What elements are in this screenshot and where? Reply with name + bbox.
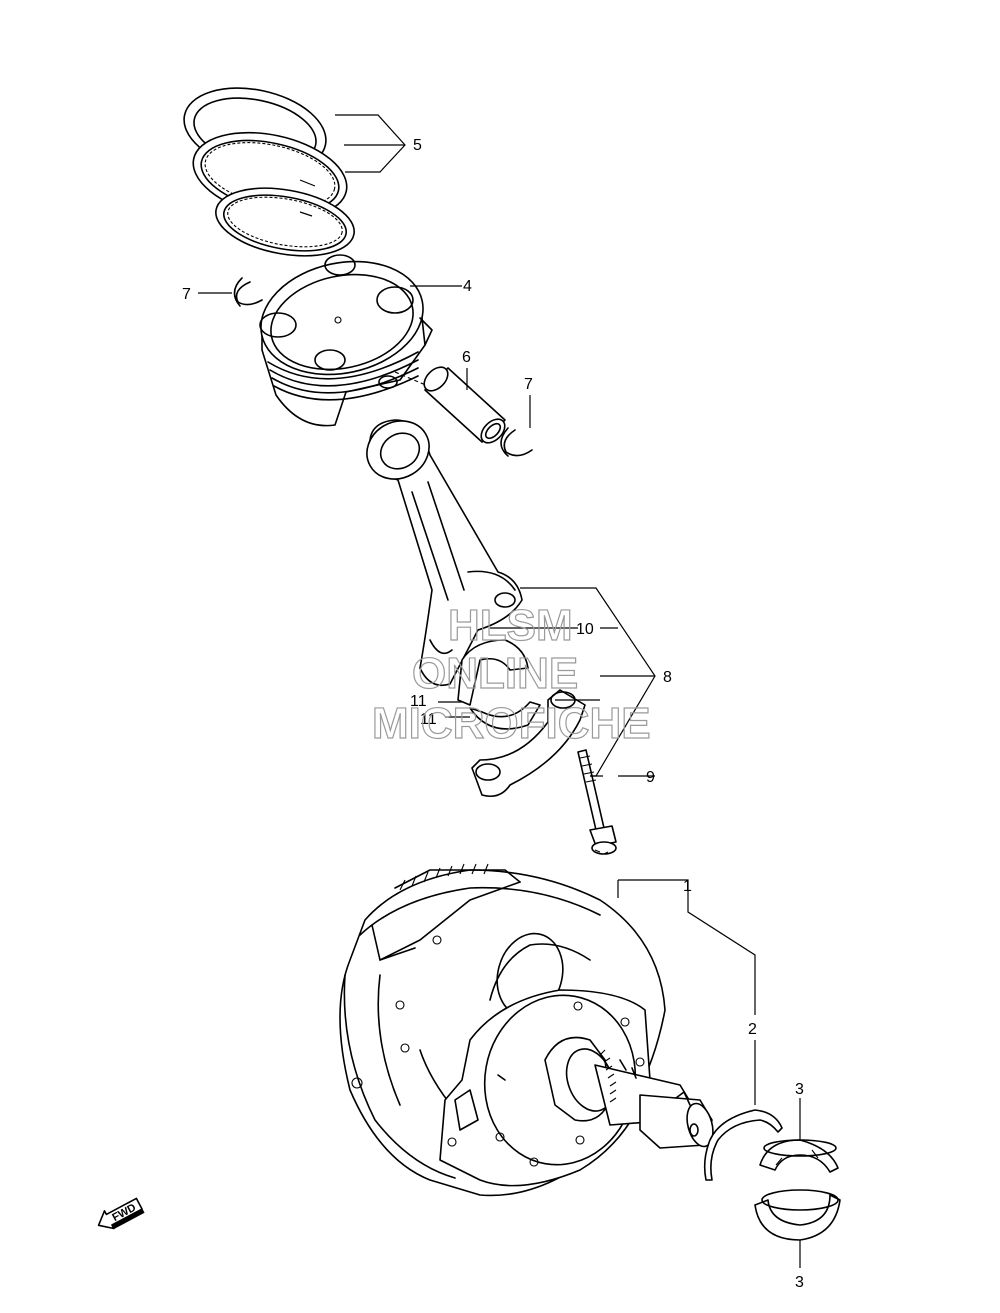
piston-pin [394,366,506,444]
rod-bearings [457,639,541,730]
circlip-left [233,277,263,307]
callout-5: 5 [413,137,422,154]
callout-11-upper: 11 [410,693,427,710]
callout-7-right: 7 [524,376,533,393]
watermark-line-1: HLSM [448,601,573,650]
watermark-line-2: ONLINE [412,649,578,698]
callout-1: 1 [683,878,692,895]
thrust-washer [703,1109,783,1181]
callout-2: 2 [748,1021,757,1038]
callout-numbers: 5 4 7 6 7 10 8 11 11 9 1 2 3 3 [182,137,804,1291]
piston [259,254,433,427]
callout-6: 6 [462,349,471,366]
forward-direction: FWD [97,1197,145,1230]
callout-9: 9 [646,769,655,786]
crank-bearings [754,1139,841,1241]
callout-4: 4 [463,278,472,295]
connecting-rod [366,419,523,687]
circlip-right [500,427,533,457]
callout-11-lower: 11 [420,711,437,728]
rod-bolt [577,749,617,855]
callout-8: 8 [663,669,672,686]
callout-10: 10 [576,621,594,638]
watermark: HLSM ONLINE MICROFICHE [371,600,651,748]
rod-cap [471,689,586,798]
callout-7-left: 7 [182,286,191,303]
crankshaft-assembly [339,863,714,1197]
callout-3-upper: 3 [795,1081,804,1098]
watermark-line-3: MICROFICHE [372,699,651,748]
leader-lines [198,114,801,1268]
callout-3-lower: 3 [795,1274,804,1291]
piston-rings [183,87,355,257]
